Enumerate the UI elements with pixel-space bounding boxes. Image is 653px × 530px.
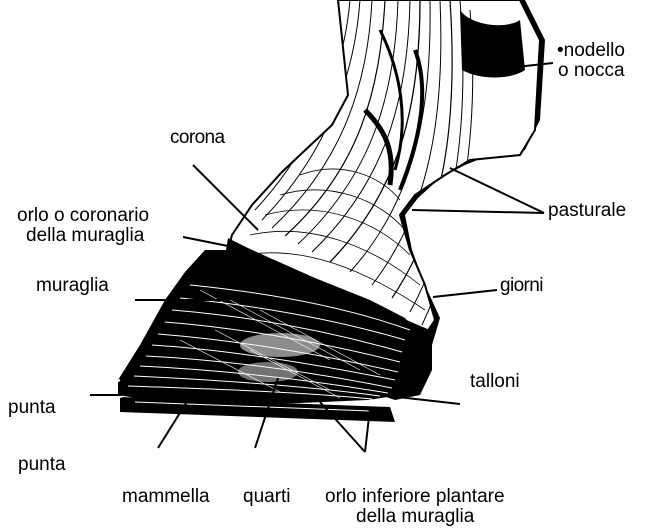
leader-corona [193, 165, 258, 230]
label-nocca: o nocca [558, 61, 625, 81]
label-pasturale: pasturale [548, 201, 626, 221]
label-orlo-coronario-line2: della muraglia [26, 226, 144, 246]
label-punta: punta [8, 398, 56, 418]
label-talloni: talloni [470, 372, 520, 392]
label-punta-secondary: punta [18, 455, 66, 475]
label-orlo-inferiore-line1: orlo inferiore plantare [325, 487, 505, 507]
label-orlo-inferiore-line2: della muraglia [356, 507, 474, 527]
leader-orlo-coronario [183, 237, 228, 246]
leader-pasturale-lower [412, 210, 544, 213]
label-orlo-coronario-line1: orlo o coronario [17, 206, 149, 226]
leader-pasturale-upper [450, 168, 544, 213]
label-nodello: •nodello [557, 41, 625, 61]
label-quarti: quarti [243, 487, 291, 507]
leader-talloni [380, 395, 460, 404]
label-mammella: mammella [122, 487, 210, 507]
leader-giorni [433, 290, 497, 297]
label-giorni: giorni [500, 276, 543, 296]
label-corona: corona [170, 128, 225, 148]
label-muraglia: muraglia [36, 276, 109, 296]
